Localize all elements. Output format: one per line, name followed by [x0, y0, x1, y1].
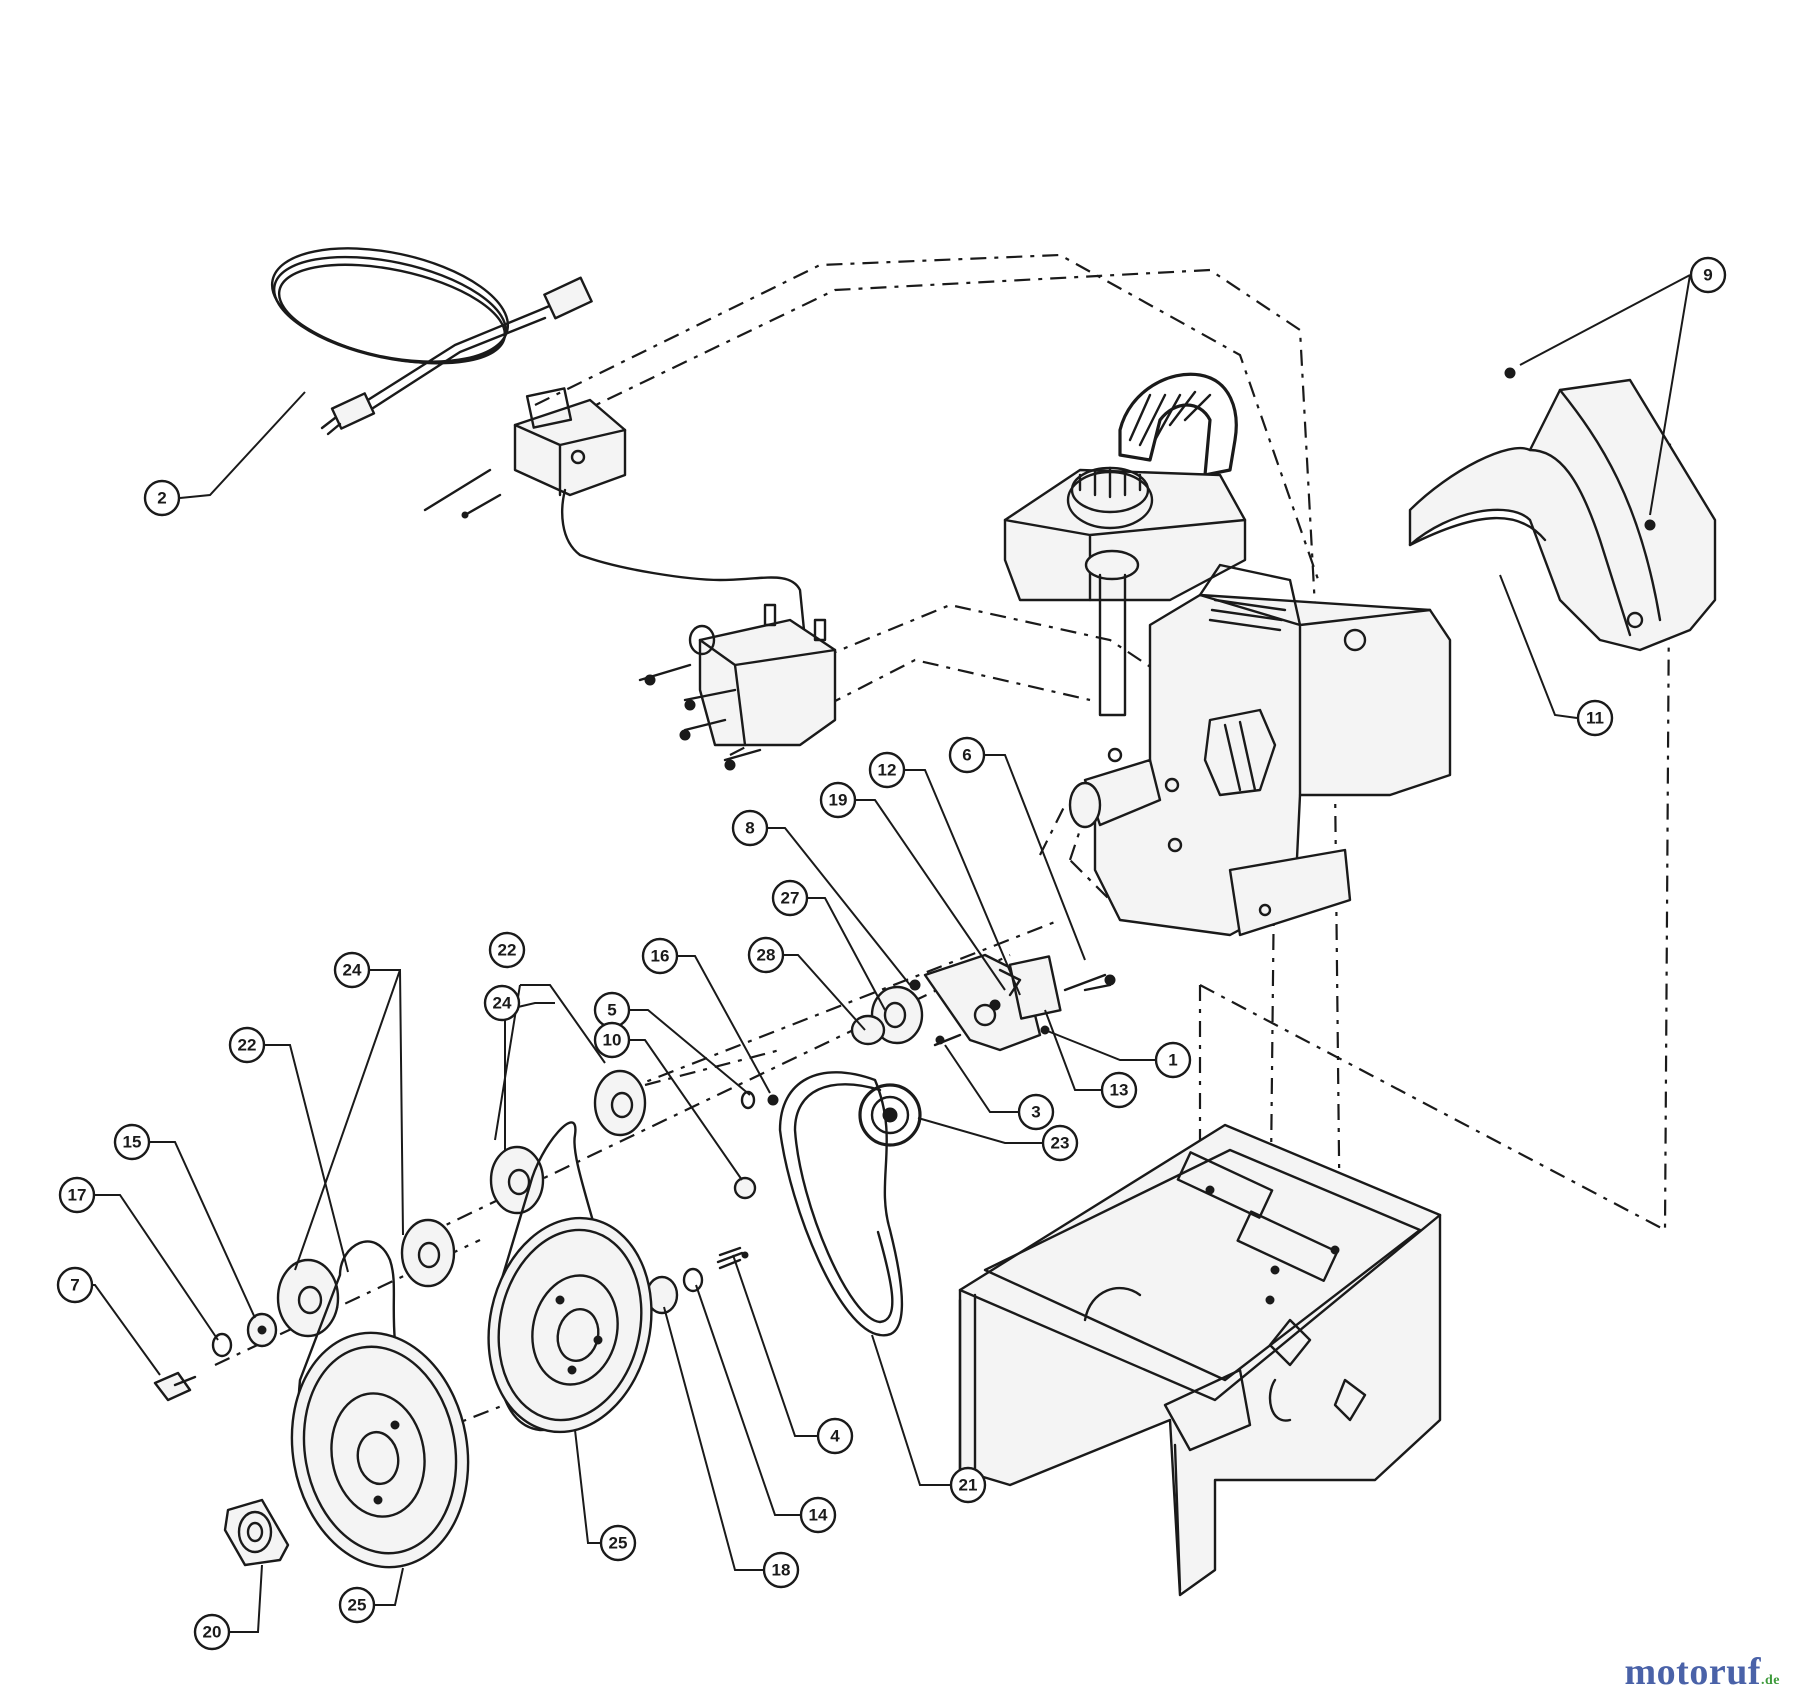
svg-text:28: 28	[757, 946, 776, 965]
svg-text:11: 11	[1586, 709, 1604, 728]
svg-text:14: 14	[809, 1506, 828, 1525]
hardware-washers	[645, 1090, 779, 1315]
svg-text:4: 4	[830, 1427, 840, 1446]
callout-27: 27	[771, 879, 809, 917]
pulley-bolt	[153, 1312, 278, 1402]
svg-text:16: 16	[651, 947, 670, 966]
svg-text:6: 6	[962, 746, 971, 765]
svg-text:12: 12	[878, 761, 897, 780]
idler-bracket-assembly	[909, 953, 1116, 1052]
svg-text:25: 25	[348, 1596, 367, 1615]
svg-text:25: 25	[609, 1534, 628, 1553]
frame-housing	[958, 1123, 1442, 1597]
svg-text:18: 18	[772, 1561, 791, 1580]
svg-text:3: 3	[1031, 1103, 1040, 1122]
svg-text:22: 22	[238, 1036, 257, 1055]
spacer-hubs	[276, 1069, 647, 1338]
svg-text:5: 5	[607, 1001, 616, 1020]
callout-4: 4	[816, 1417, 854, 1455]
svg-text:1: 1	[1168, 1051, 1177, 1070]
callout-13: 13	[1100, 1071, 1138, 1109]
svg-text:22: 22	[498, 941, 517, 960]
flange-bearing	[223, 1498, 290, 1567]
svg-text:24: 24	[493, 994, 512, 1013]
svg-text:7: 7	[70, 1276, 79, 1295]
svg-text:9: 9	[1703, 266, 1712, 285]
callout-24-left: 24	[333, 951, 371, 989]
svg-text:10: 10	[603, 1031, 622, 1050]
svg-text:27: 27	[781, 889, 800, 908]
callout-28: 28	[747, 936, 785, 974]
watermark-suffix: .de	[1761, 1673, 1780, 1688]
callout-18: 18	[762, 1551, 800, 1589]
watermark-logo: motoruf.de	[1625, 1650, 1780, 1694]
callout-22-right: 22	[488, 931, 526, 969]
engine-pulley	[850, 985, 924, 1147]
callout-1: 1	[1154, 1041, 1192, 1079]
svg-text:24: 24	[343, 961, 362, 980]
engine	[1003, 372, 1452, 937]
callout-14: 14	[799, 1496, 837, 1534]
callout-25-right: 25	[599, 1524, 637, 1562]
callout-9: 9	[1689, 256, 1727, 294]
svg-text:2: 2	[157, 489, 166, 508]
svg-text:13: 13	[1110, 1081, 1129, 1100]
callout-2: 2	[143, 479, 181, 517]
callout-5: 5	[593, 991, 631, 1029]
svg-text:19: 19	[829, 791, 848, 810]
callout-8: 8	[731, 809, 769, 847]
svg-text:8: 8	[745, 819, 754, 838]
belt-cover	[1408, 367, 1717, 652]
svg-text:20: 20	[203, 1623, 222, 1642]
svg-text:17: 17	[68, 1186, 87, 1205]
v-belt	[778, 1071, 904, 1337]
drive-pulley	[290, 1240, 470, 1569]
callout-25-left: 25	[338, 1586, 376, 1624]
callout-19: 19	[819, 781, 857, 819]
callout-15: 15	[113, 1123, 151, 1161]
watermark-main: motoruf	[1624, 1651, 1761, 1693]
callout-21: 21	[949, 1466, 987, 1504]
extension-cord	[270, 247, 593, 436]
svg-text:15: 15	[123, 1133, 142, 1152]
callout-23: 23	[1041, 1124, 1079, 1162]
starter-switch	[423, 387, 627, 519]
svg-text:21: 21	[959, 1476, 978, 1495]
callout-labels: 2 9 11 6 12 19 8 27 28 16 5 10 1 13 3 23…	[56, 256, 1727, 1651]
callout-20: 20	[193, 1613, 231, 1651]
callout-12: 12	[868, 751, 906, 789]
svg-text:23: 23	[1051, 1134, 1070, 1153]
callout-3: 3	[1017, 1093, 1055, 1131]
callout-22-left: 22	[228, 1026, 266, 1064]
electric-starter	[561, 488, 837, 771]
callout-17: 17	[58, 1176, 96, 1214]
callout-24-right: 24	[483, 984, 521, 1022]
callout-16: 16	[641, 937, 679, 975]
callout-11: 11	[1576, 699, 1614, 737]
callout-6: 6	[948, 736, 986, 774]
callout-7: 7	[56, 1266, 94, 1304]
auger-pulley	[487, 1121, 653, 1434]
callout-10: 10	[593, 1021, 631, 1059]
